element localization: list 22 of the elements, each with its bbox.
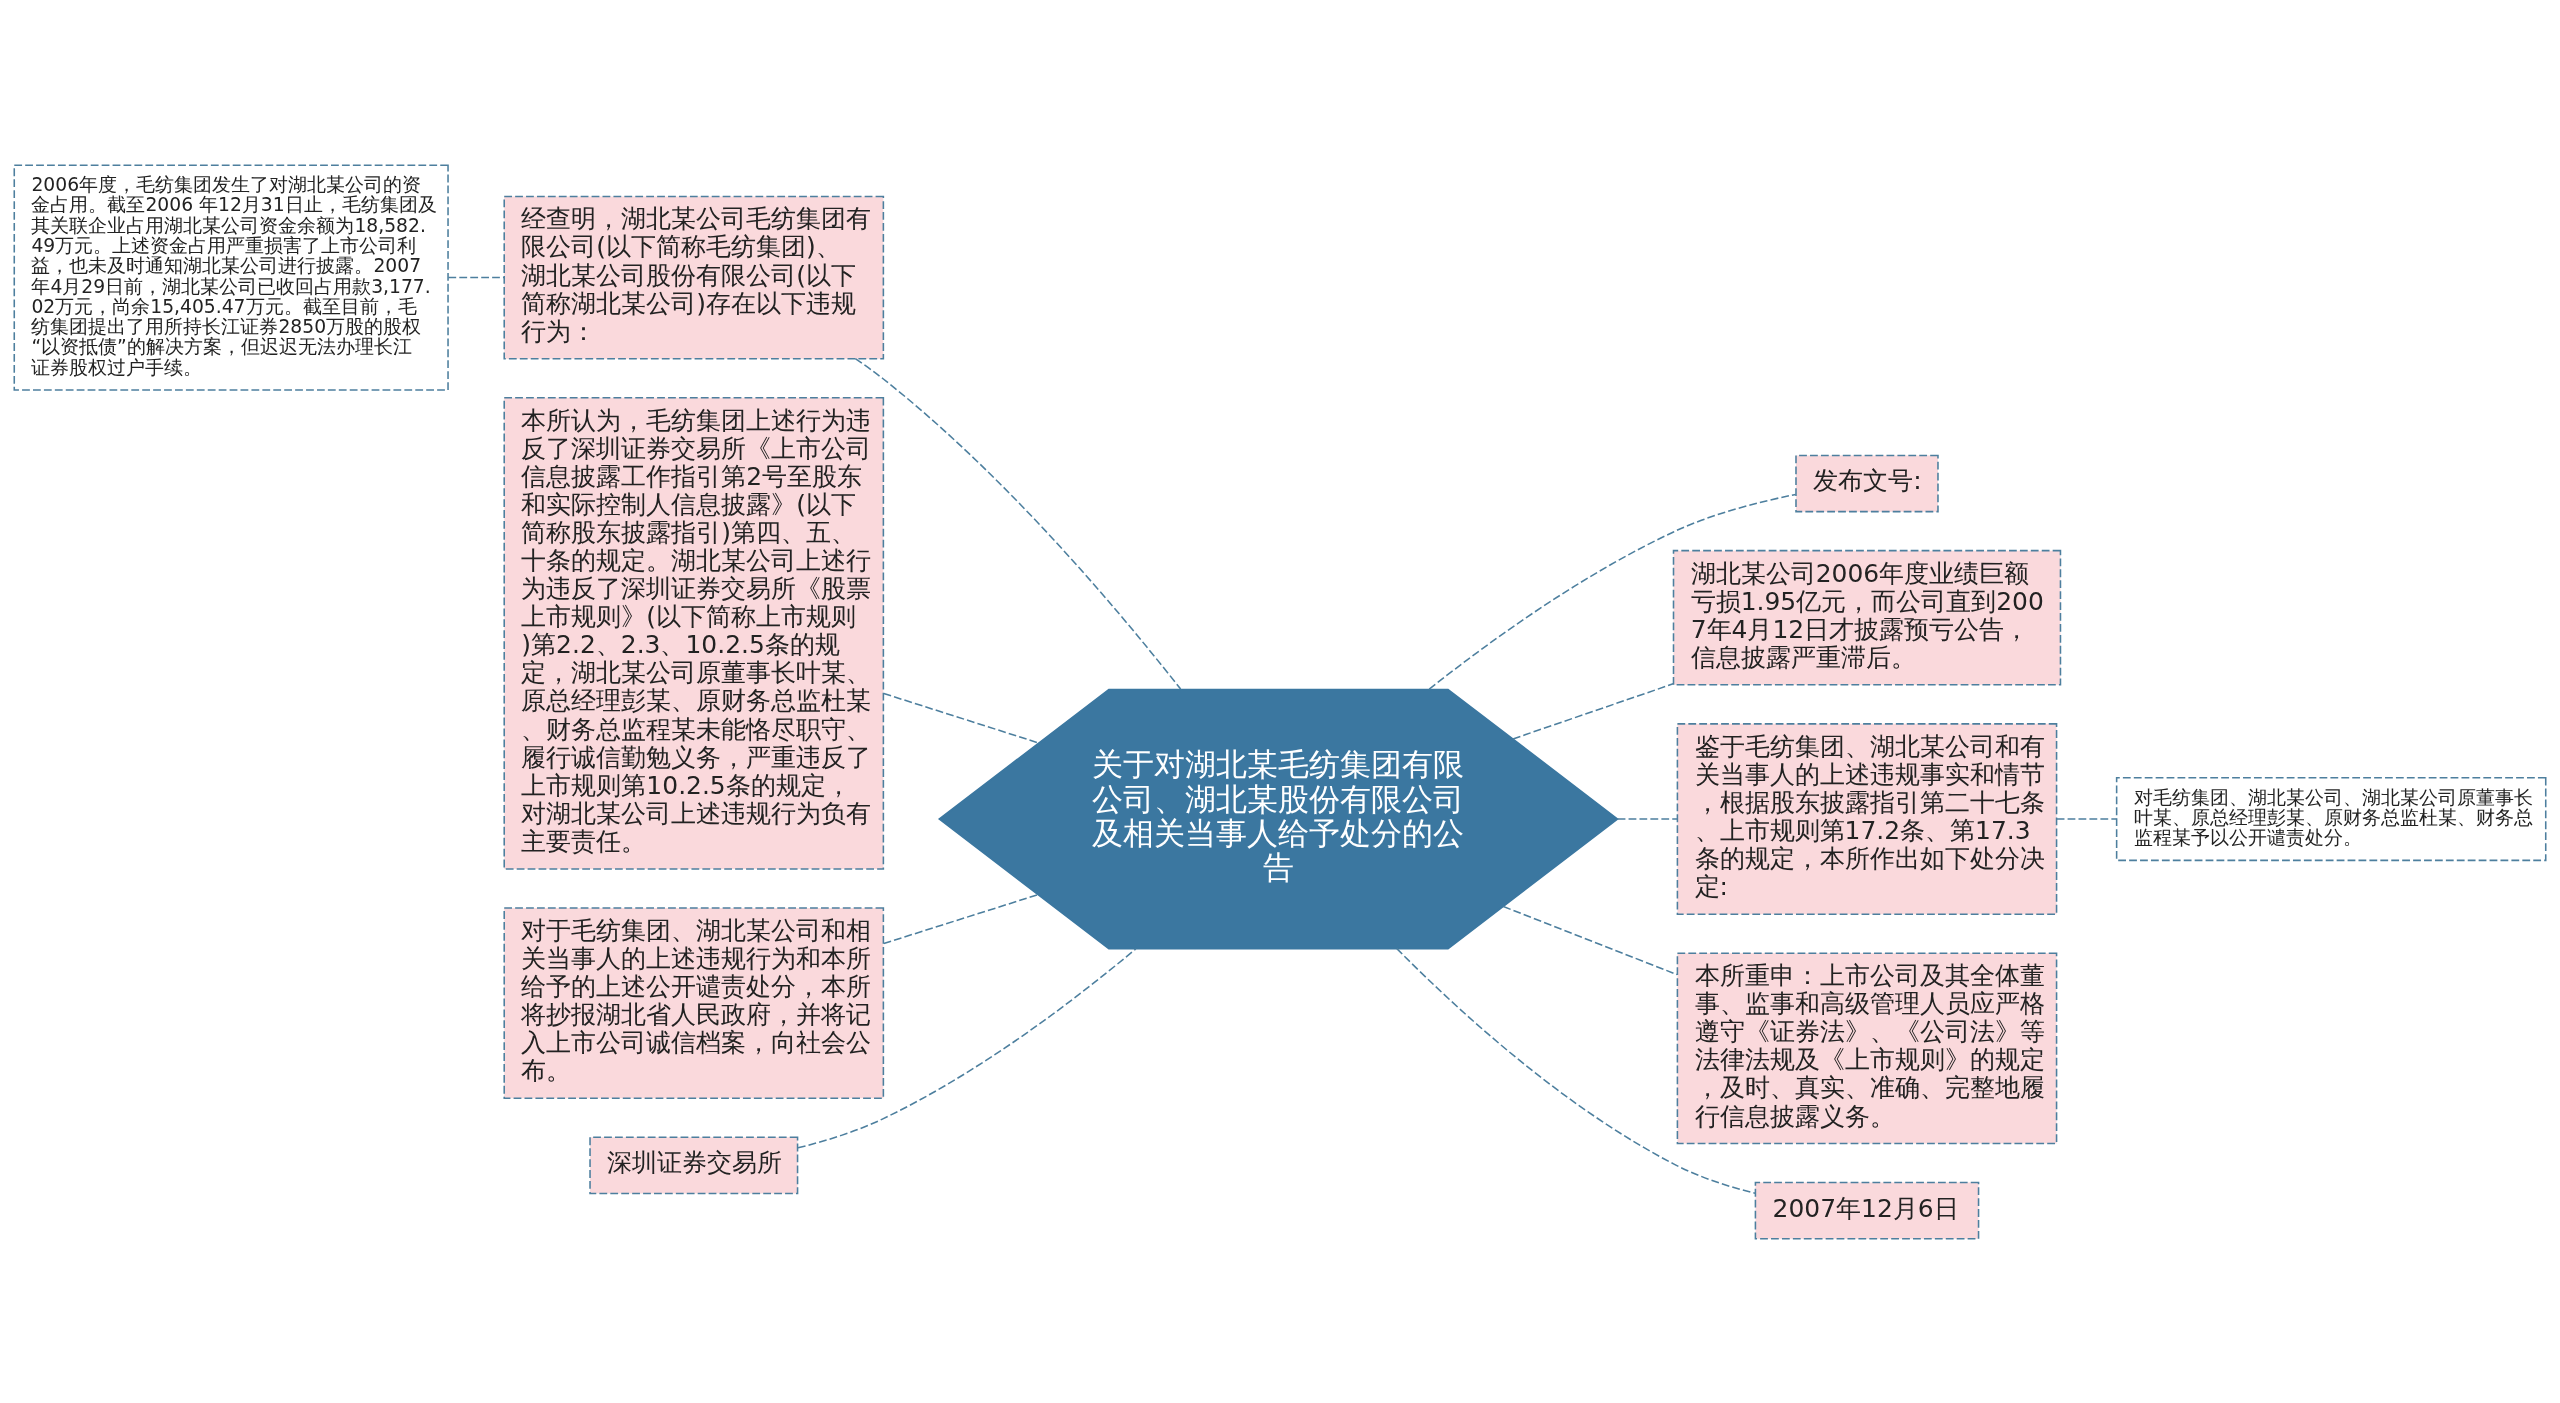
node-box: 本所重申：上市公司及其全体董事、监事和高级管理人员应严格遵守《证券法》、《公司法》等法律法规及《上市规则》的规定，及时、真实、准确、完整地履行信息披露义务。: [1676, 951, 2058, 1144]
connector: [1428, 493, 1797, 690]
node-box: 对于毛纺集团、湖北某公司和相关当事人的上述违规行为和本所给予的上述公开谴责处分，本所将抄报湖北省人民政府，并将记入上市公司诚信档案，向社会公布。: [503, 906, 885, 1099]
node-box: 鉴于毛纺集团、湖北某公司和有关当事人的上述违规事实和情节，根据股东披露指引第二十七条、上市规则第17.2条、第17.3条的规定，本所作出如下处分决定:: [1676, 722, 2058, 915]
connector: [1396, 947, 1756, 1194]
connector: [1502, 905, 1678, 975]
connector: [882, 692, 1040, 744]
node-box: 经查明，湖北某公司毛纺集团有限公司(以下简称毛纺集团)、湖北某公司股份有限公司(以下简称湖北某公司)存在以下违规行为：: [503, 195, 885, 359]
node-box: 2006年度，毛纺集团发生了对湖北某公司的资金占用。截至2006 年12月31日止，毛纺集团及其关联企业占用湖北某公司资金余额为18,582.49万元。上述资金占用严重损害了上市公司利益，也未及时通知湖北某公司进行披露。2007年4月29日前，湖北某公司已收回占用款3,177.02万元，尚余15,405.47万元。截至目前，毛纺集团提出了用所持长江证券2850万股的股权“以资抵债”的解决方案，但迟迟无法办理长江证券股权过户手续。: [13, 163, 449, 391]
node-box: 2007年12月6日: [1754, 1181, 1980, 1240]
connector: [1616, 817, 1678, 820]
connector: [1512, 682, 1674, 740]
connector: [797, 947, 1137, 1149]
node-box: 湖北某公司2006年度业绩巨额亏损1.95亿元，而公司直到2007年4月12日才披露预亏公告，信息披露严重滞后。: [1672, 549, 2062, 686]
node-box: 发布文号:: [1795, 454, 1939, 512]
connector: [854, 357, 1182, 690]
connector: [882, 893, 1039, 944]
node-box: 本所认为，毛纺集团上述行为违反了深圳证券交易所《上市公司信息披露工作指引第2号至股东和实际控制人信息披露》(以下简称股东披露指引)第四、五、十条的规定。湖北某公司上述行为违反了深圳证券交易所《股票上市规则》(以下简称上市规则)第2.2、2.3、10.2.5条的规定，湖北某公司原董事长叶某、原总经理彭某、原财务总监杜某、财务总监程某未能恪尽职守、履行诚信勤勉义务，严重违反了上市规则第10.2.5条的规定，对湖北某公司上述违规行为负有主要责任。: [503, 396, 885, 870]
node-box: 深圳证券交易所: [589, 1136, 799, 1194]
node-box: 对毛纺集团、湖北某公司、湖北某公司原董事长叶某、原总经理彭某、原财务总监杜某、财务总监程某予以公开谴责处分。: [2115, 776, 2547, 861]
connector: [2055, 817, 2118, 820]
connector: [447, 276, 505, 278]
